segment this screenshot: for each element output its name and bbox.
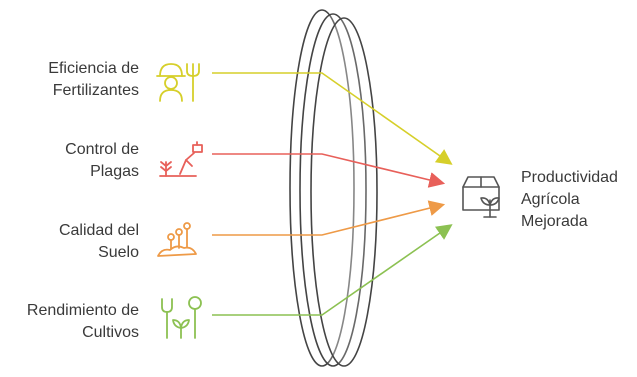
label-line: Cultivos bbox=[82, 324, 139, 341]
label-line: Plagas bbox=[90, 163, 139, 180]
label-calidad-suelo: Calidad del Suelo bbox=[59, 220, 139, 264]
crop-plants-icon bbox=[161, 296, 202, 339]
label-line: Eficiencia de bbox=[48, 60, 139, 77]
pest-control-sprayer-icon bbox=[159, 141, 203, 177]
label-rendimiento-cultivos: Rendimiento de Cultivos bbox=[27, 300, 139, 344]
label-line: Productividad bbox=[521, 169, 618, 186]
label-line: Suelo bbox=[98, 244, 139, 261]
label-line: Agrícola bbox=[521, 191, 580, 208]
label-line: Rendimiento de bbox=[26, 302, 139, 319]
label-line: Calidad del bbox=[58, 222, 139, 239]
soil-sprout-icon bbox=[157, 222, 197, 257]
label-productividad-agricola: Productividad Agrícola Mejorada bbox=[521, 167, 618, 233]
connector-calidad bbox=[212, 200, 446, 236]
connector-rendimiento bbox=[212, 224, 453, 316]
connector-eficiencia bbox=[212, 72, 453, 165]
label-line: Control de bbox=[65, 141, 139, 158]
lens-shape bbox=[289, 9, 378, 367]
label-eficiencia-fertilizantes: Eficiencia de Fertilizantes bbox=[48, 58, 139, 102]
label-line: Fertilizantes bbox=[52, 82, 139, 99]
farmer-with-pitchfork-icon bbox=[156, 63, 200, 102]
box-with-plant-icon bbox=[462, 176, 500, 218]
connector-control bbox=[212, 153, 446, 188]
label-line: Mejorada bbox=[521, 213, 588, 230]
label-control-plagas: Control de Plagas bbox=[65, 139, 139, 183]
